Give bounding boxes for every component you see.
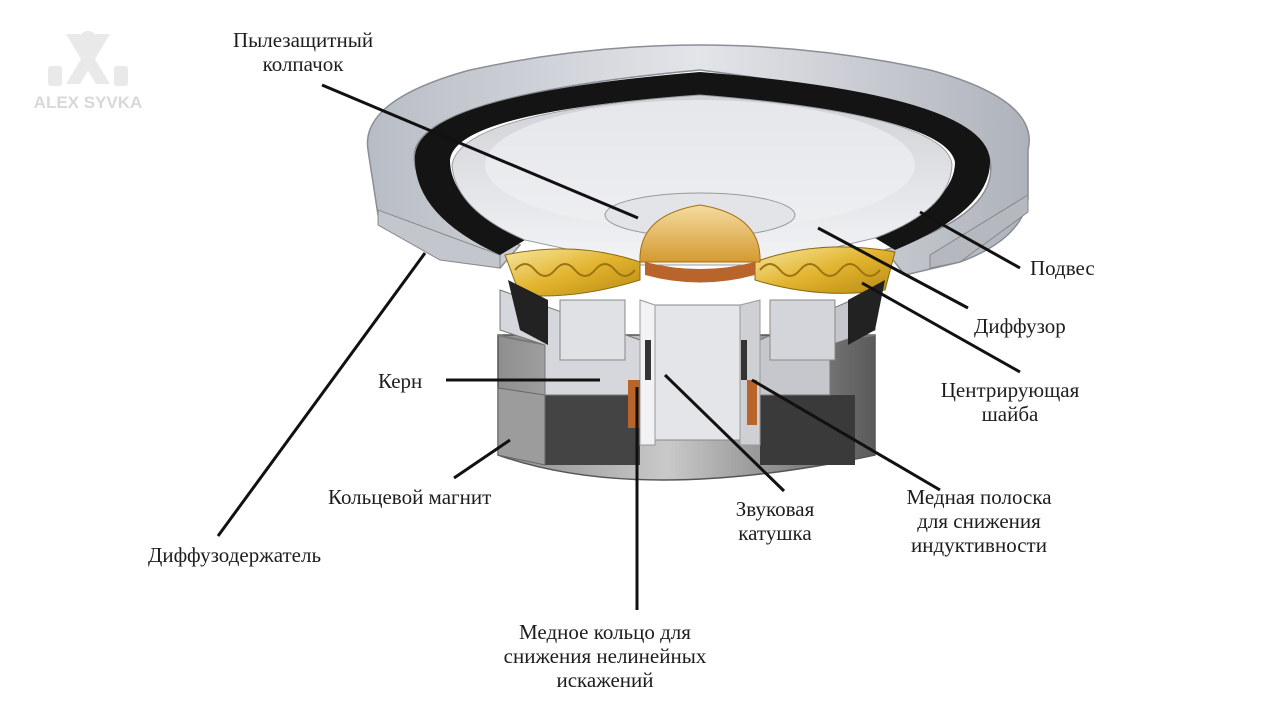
spider-shape <box>504 246 896 297</box>
label-copper-strip-line3: индуктивности <box>911 533 1047 557</box>
label-basket: Диффузодержатель <box>148 543 322 567</box>
label-copper-ring-line3: искажений <box>556 668 654 692</box>
gap-left <box>559 299 626 361</box>
copper-strip-shape <box>747 380 757 425</box>
leader-dust-cap <box>321 83 639 220</box>
svg-text:ALEX SYVKA: ALEX SYVKA <box>34 93 143 112</box>
leader-copper-strip <box>751 378 941 492</box>
leader-basket <box>216 252 427 537</box>
gap-right <box>769 299 836 361</box>
label-voice-coil-line2: катушка <box>738 521 812 545</box>
leader-surround <box>919 210 1021 270</box>
leader-voice-coil <box>663 373 786 493</box>
label-copper-strip-line1: Медная полоска <box>906 485 1052 509</box>
label-spider: Центрирующая шайба <box>912 378 1108 426</box>
label-copper-ring-line1: Медное кольцо для <box>519 620 691 644</box>
dust-cap-shape <box>604 192 796 283</box>
label-ring-magnet: Кольцевой магнит <box>328 485 492 509</box>
voice-coil-left <box>645 340 651 380</box>
label-copper-ring: Медное кольцо для снижения нелинейных ис… <box>465 620 745 692</box>
frame-section-left <box>508 280 548 345</box>
label-spider-line1: Центрирующая <box>940 378 1080 402</box>
leader-lines <box>216 83 1021 610</box>
pole-piece-shape <box>639 299 761 446</box>
label-copper-ring-line2: снижения нелинейных <box>503 644 707 668</box>
frame-section-right <box>848 280 885 345</box>
leader-cone <box>817 226 969 310</box>
label-voice-coil-line1: Звуковая <box>735 497 815 521</box>
label-dust-cap: Пылезащитный колпачок <box>200 28 406 76</box>
label-voice-coil: Звуковая катушка <box>710 497 840 545</box>
watermark-logo: ALEX SYVKA <box>34 31 143 112</box>
label-dust-cap-line2: колпачок <box>262 52 344 76</box>
label-cone: Диффузор <box>974 314 1066 338</box>
leader-spider <box>861 281 1021 374</box>
surround-shape <box>414 72 991 255</box>
label-dust-cap-line1: Пылезащитный <box>232 28 374 52</box>
label-copper-strip-line2: для снижения <box>917 509 1041 533</box>
voice-coil-right <box>741 340 747 380</box>
label-spider-line2: шайба <box>981 402 1039 426</box>
leader-magnet <box>453 438 511 480</box>
label-surround: Подвес <box>1030 256 1095 280</box>
label-copper-strip: Медная полоска для снижения индуктивност… <box>872 485 1086 557</box>
label-pole: Керн <box>378 369 423 393</box>
